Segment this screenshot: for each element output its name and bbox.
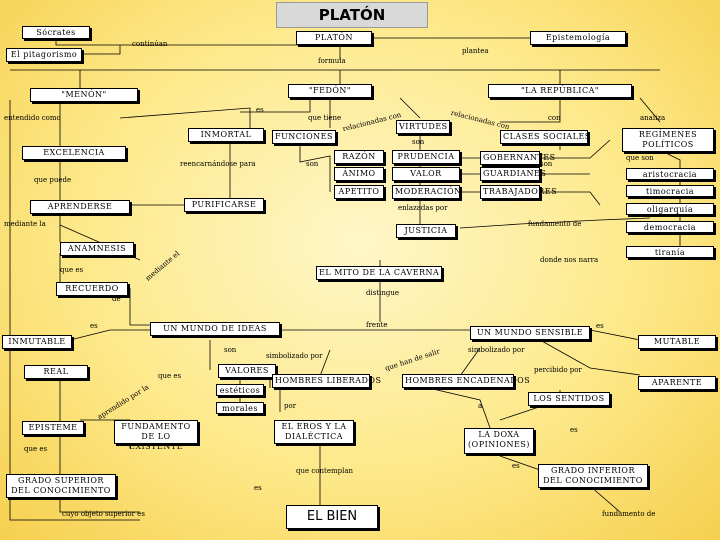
label-reencarnandose: reencarnándose para [180,160,256,168]
label-formula: formula [318,57,346,65]
label-son-ideas: son [224,346,237,354]
label-donde-nos-narra: donde nos narra [540,256,599,264]
node-epistemologia: Epistemología [530,31,626,45]
label-es-grado: es [512,462,520,470]
label-con: con [548,114,561,122]
label-es-bien: es [254,484,262,492]
node-anamnesis: ANAMNESIS [60,242,134,256]
label-plantea: plantea [462,47,489,55]
label-cuyo-objeto: cuyo objeto superior es [62,510,145,518]
node-recuerdo: RECUERDO [56,282,128,296]
label-son-funciones: son [306,160,319,168]
node-aristocracia: aristocracia [626,168,714,180]
label-es-doxa: es [570,426,578,434]
node-gobernantes: GOBERNANTES [480,151,555,165]
label-es-ideas: es [90,322,98,330]
label-frente: frente [366,321,388,329]
label-entendido-como: entendido como [4,114,61,122]
node-grado-inferior: GRADO INFERIOR DEL CONOCIMIENTO [538,464,648,488]
label-por: por [284,402,297,410]
node-inmortal: INMORTAL [188,128,264,142]
label-que-es-2: que es [158,372,182,380]
node-guardianes: GUARDIANES [480,167,546,181]
node-el-bien: EL BIEN [286,505,378,529]
node-funciones: FUNCIONES [272,130,336,144]
node-pitagorismo: El pitagorismo [6,48,82,62]
label-a: a [478,402,483,410]
label-mediante-la: mediante la [4,220,46,228]
node-animo: ÁNIMO [334,167,384,181]
node-mundo-sensible: UN MUNDO SENSIBLE [470,326,590,340]
label-analiza: analiza [640,114,666,122]
node-republica: "LA REPÚBLICA" [488,84,632,98]
label-son-clases: son [540,160,553,168]
node-mito-caverna: EL MITO DE LA CAVERNA [316,266,442,280]
label-que-contemplan: que contemplan [296,467,353,475]
node-fundamento-existente: FUNDAMENTO DE LO EXISTENTE [114,420,198,451]
node-democracia: democracia [626,221,714,233]
node-razon: RAZÓN [334,150,384,164]
node-timocracia: timocracia [626,185,714,197]
node-hombres-liberados: HOMBRES LIBERADOS [272,374,381,388]
node-inmutable: INMUTABLE [2,335,72,349]
label-es-alma: es [256,106,264,114]
node-socrates: Sócrates [22,26,90,39]
label-de: de [112,295,121,303]
node-valor: VALOR [392,167,460,181]
node-apetito: APETITO [334,185,384,199]
label-distingue: distingue [366,289,400,297]
label-simbolizado-por-2: simbolizado por [468,346,525,354]
node-justicia: JUSTICIA [396,224,456,238]
node-eros-dialectica: EL EROS Y LA DIALÉCTICA [274,420,354,444]
node-purificarse: PURIFICARSE [184,198,264,212]
node-los-sentidos: LOS SENTIDOS [528,392,610,406]
node-platon: PLATÓN [296,31,372,45]
label-es-sensible: es [596,322,604,330]
node-moderacion: MODERACIÓN [392,185,461,199]
node-mundo-ideas: UN MUNDO DE IDEAS [150,322,280,336]
node-valores: VALORES [218,364,276,378]
node-esteticos: estéticos [216,384,264,396]
label-fundamento-de: fundamento de [528,220,582,228]
label-que-puede: que puede [34,176,72,184]
node-prudencia: PRUDENCIA [392,150,460,164]
node-clases-sociales: CLASES SOCIALES [500,130,590,144]
node-doxa: LA DOXA (OPINIONES) [464,428,534,454]
node-regimenes-politicos: REGÍMENES POLÍTICOS [622,128,714,152]
label-que-es: que es [60,266,84,274]
node-mutable: MUTABLE [638,335,716,349]
node-grado-superior: GRADO SUPERIOR DEL CONOCIMIENTO [6,474,116,498]
node-tirania: tiranía [626,246,714,258]
label-continuan: continúan [132,40,168,48]
node-aprenderse: APRENDERSE [30,200,130,214]
label-que-es-3: que es [24,445,48,453]
label-simbolizado-por-1: simbolizado por [266,352,323,360]
node-real: REAL [24,365,88,379]
node-episteme: EPISTEME [22,421,84,435]
node-trabajadores: TRABAJADORES [480,185,557,199]
node-menon: "MENÓN" [30,88,138,102]
label-percibido-por: percibido por [534,366,582,374]
node-excelencia: EXCELENCIA [22,146,126,160]
label-que-son: que son [626,154,654,162]
node-fedon: "FEDÓN" [288,84,372,98]
node-hombres-encadenados: HOMBRES ENCADENADOS [402,374,530,388]
label-fundamento-de-2: fundamento de [602,510,656,518]
node-oligarquia: oligarquía [626,203,714,215]
label-son-virtudes: son [412,138,425,146]
label-que-tiene: que tiene [308,114,342,122]
page-title: PLATÓN [276,2,428,28]
node-virtudes: VIRTUDES [396,120,450,134]
node-aparente: APARENTE [638,376,716,390]
node-morales: morales [216,402,264,414]
label-enlazadas-por: enlazadas por [398,204,448,212]
